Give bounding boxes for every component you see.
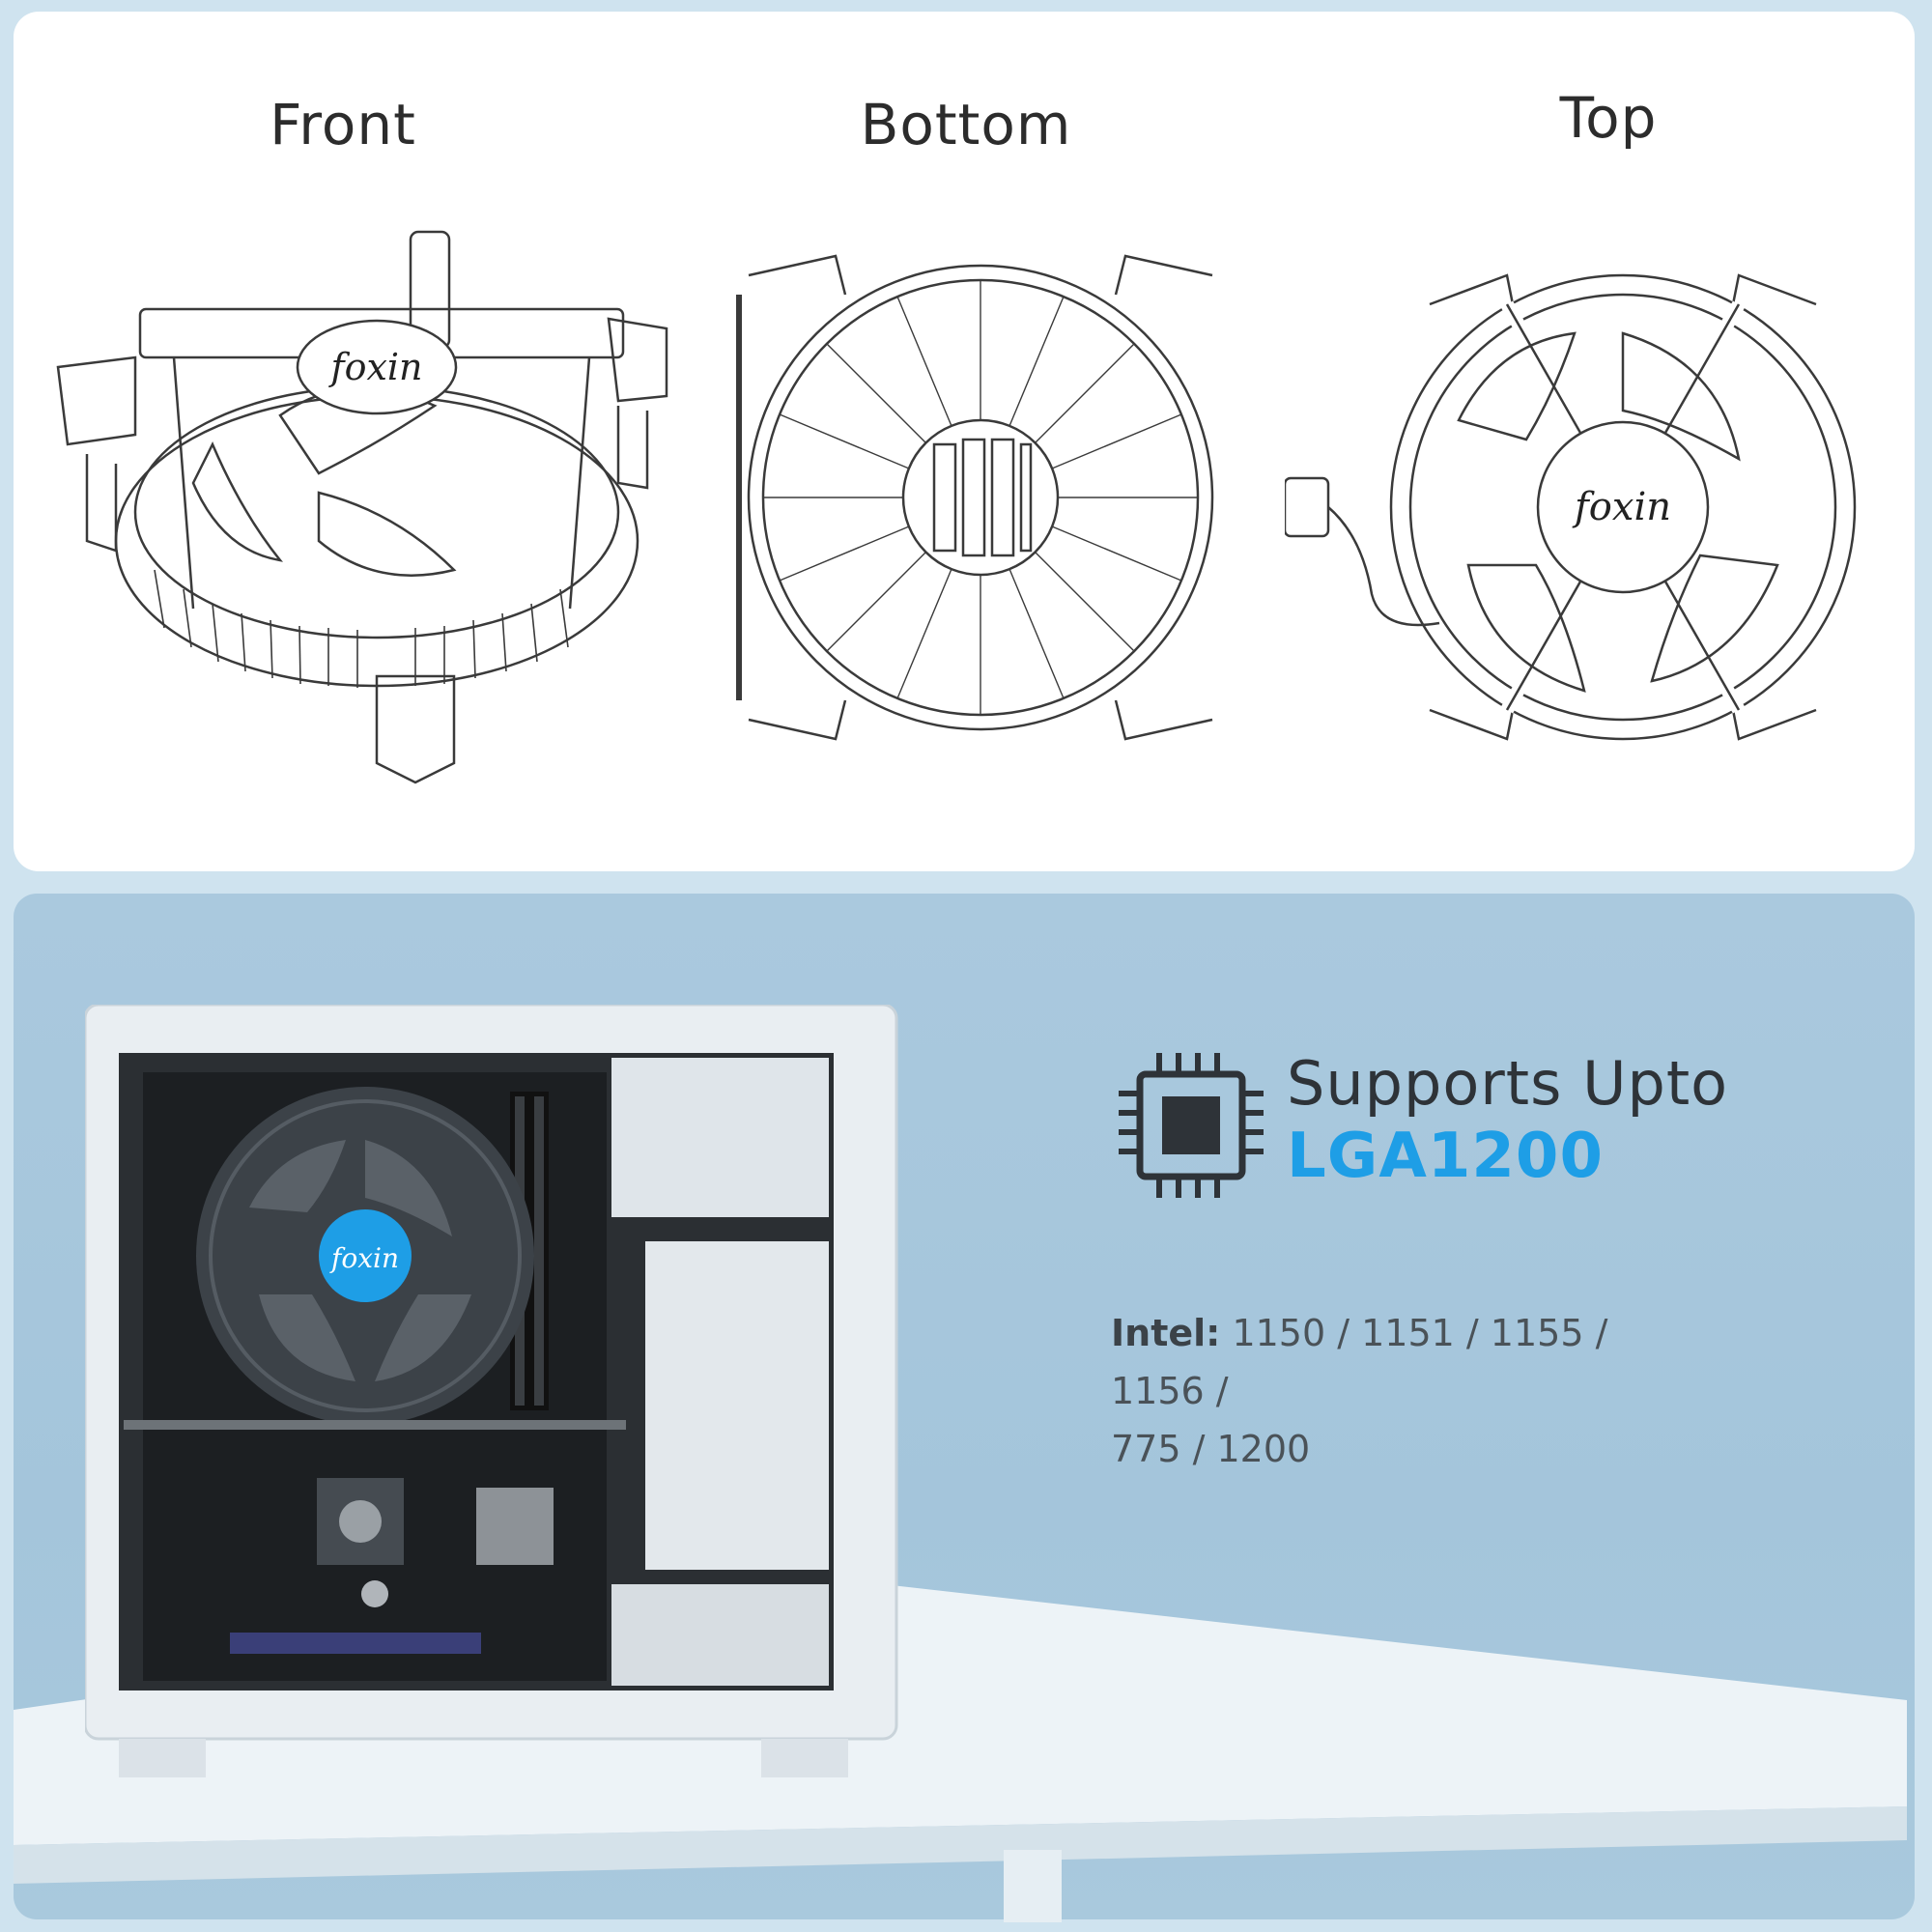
compat-label: Intel:: [1111, 1312, 1221, 1354]
cpu-chip-icon: [1119, 1053, 1264, 1198]
view-label-top: Top: [1559, 85, 1658, 151]
socket-label: LGA1200: [1287, 1121, 1604, 1192]
top-logo-text: foxin: [1572, 485, 1671, 529]
compatibility-text: Intel: 1150 / 1151 / 1155 / 1156 / 775 /…: [1111, 1304, 1710, 1478]
installed-logo-text: foxin: [329, 1242, 399, 1274]
bottom-view-drawing: [736, 254, 1214, 741]
view-label-front: Front: [270, 92, 416, 157]
front-view-drawing: foxin: [56, 230, 668, 784]
front-logo-text: foxin: [328, 346, 423, 388]
view-label-bottom: Bottom: [860, 92, 1072, 157]
pc-case-illustration: foxin: [85, 1005, 898, 1777]
compat-line-1: 1150 / 1151 / 1155 / 1156 /: [1111, 1312, 1608, 1412]
spec-title: Supports Upto: [1287, 1048, 1729, 1119]
top-view-drawing: foxin: [1285, 273, 1857, 741]
compat-line-2: 775 / 1200: [1111, 1428, 1311, 1470]
